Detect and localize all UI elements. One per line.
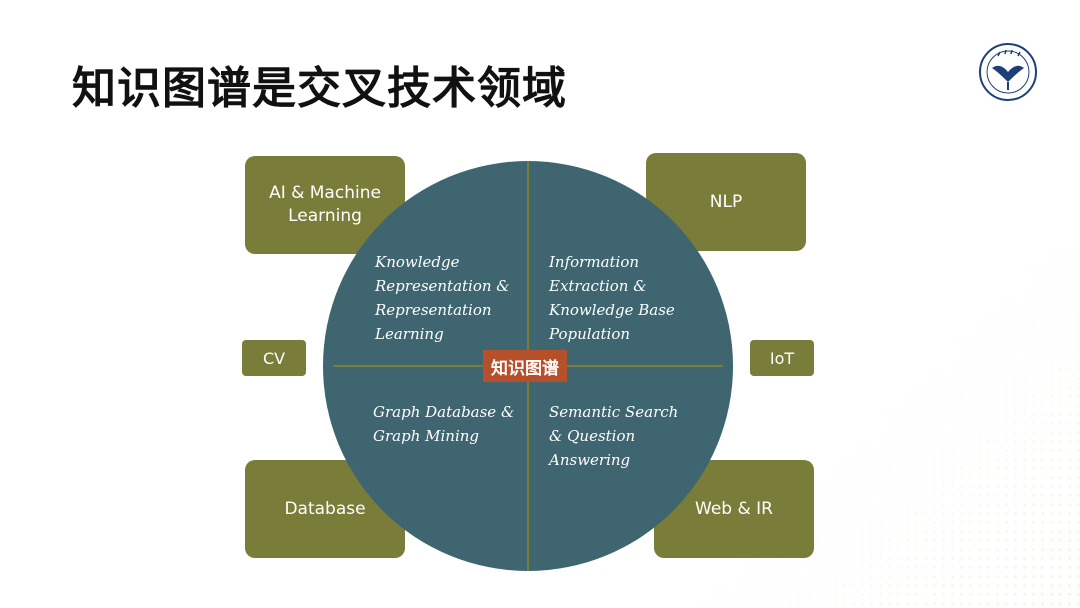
field-box-cv: CV <box>242 340 306 376</box>
quadrant-knowledge-representation: Knowledge Representation & Representatio… <box>375 253 510 343</box>
university-seal-icon <box>979 43 1037 101</box>
field-box-iot: IoT <box>750 340 814 376</box>
quadrant-graph-database: Graph Database & Graph Mining <box>373 403 515 445</box>
quadrant-information-extraction: Information Extraction & Knowledge Base … <box>549 253 675 343</box>
center-label: 知识图谱 <box>483 350 567 382</box>
quadrant-semantic-search: Semantic Search & Question Answering <box>549 403 679 469</box>
slide-title: 知识图谱是交叉技术领域 <box>72 63 567 114</box>
